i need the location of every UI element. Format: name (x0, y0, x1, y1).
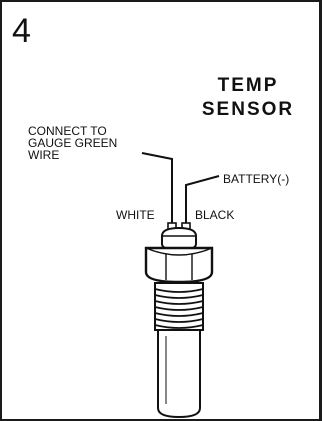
thread-lines (154, 288, 204, 329)
gauge-wire-leader-line (141, 152, 173, 224)
black-wire-label: BLACK (195, 208, 235, 222)
connect-label-line-1: CONNECT TO (28, 124, 107, 138)
hex-nut (144, 246, 214, 284)
battery-leader-line (185, 175, 220, 224)
threaded-body (154, 282, 204, 331)
connect-gauge-wire-label: CONNECT TO GAUGE GREEN WIRE (28, 125, 117, 161)
white-wire-label: WHITE (116, 208, 155, 222)
step-number: 4 (12, 12, 31, 50)
sensor-probe (157, 329, 201, 419)
sensor-cap (161, 226, 197, 252)
battery-label: BATTERY(-) (223, 172, 290, 186)
title-line-2: SENSOR (201, 99, 295, 120)
title-line-1: TEMP (217, 75, 279, 96)
connect-label-line-3: WIRE (28, 148, 60, 162)
connect-label-line-2: GAUGE GREEN (28, 136, 118, 150)
diagram-title: TEMP SENSOR (186, 74, 310, 122)
